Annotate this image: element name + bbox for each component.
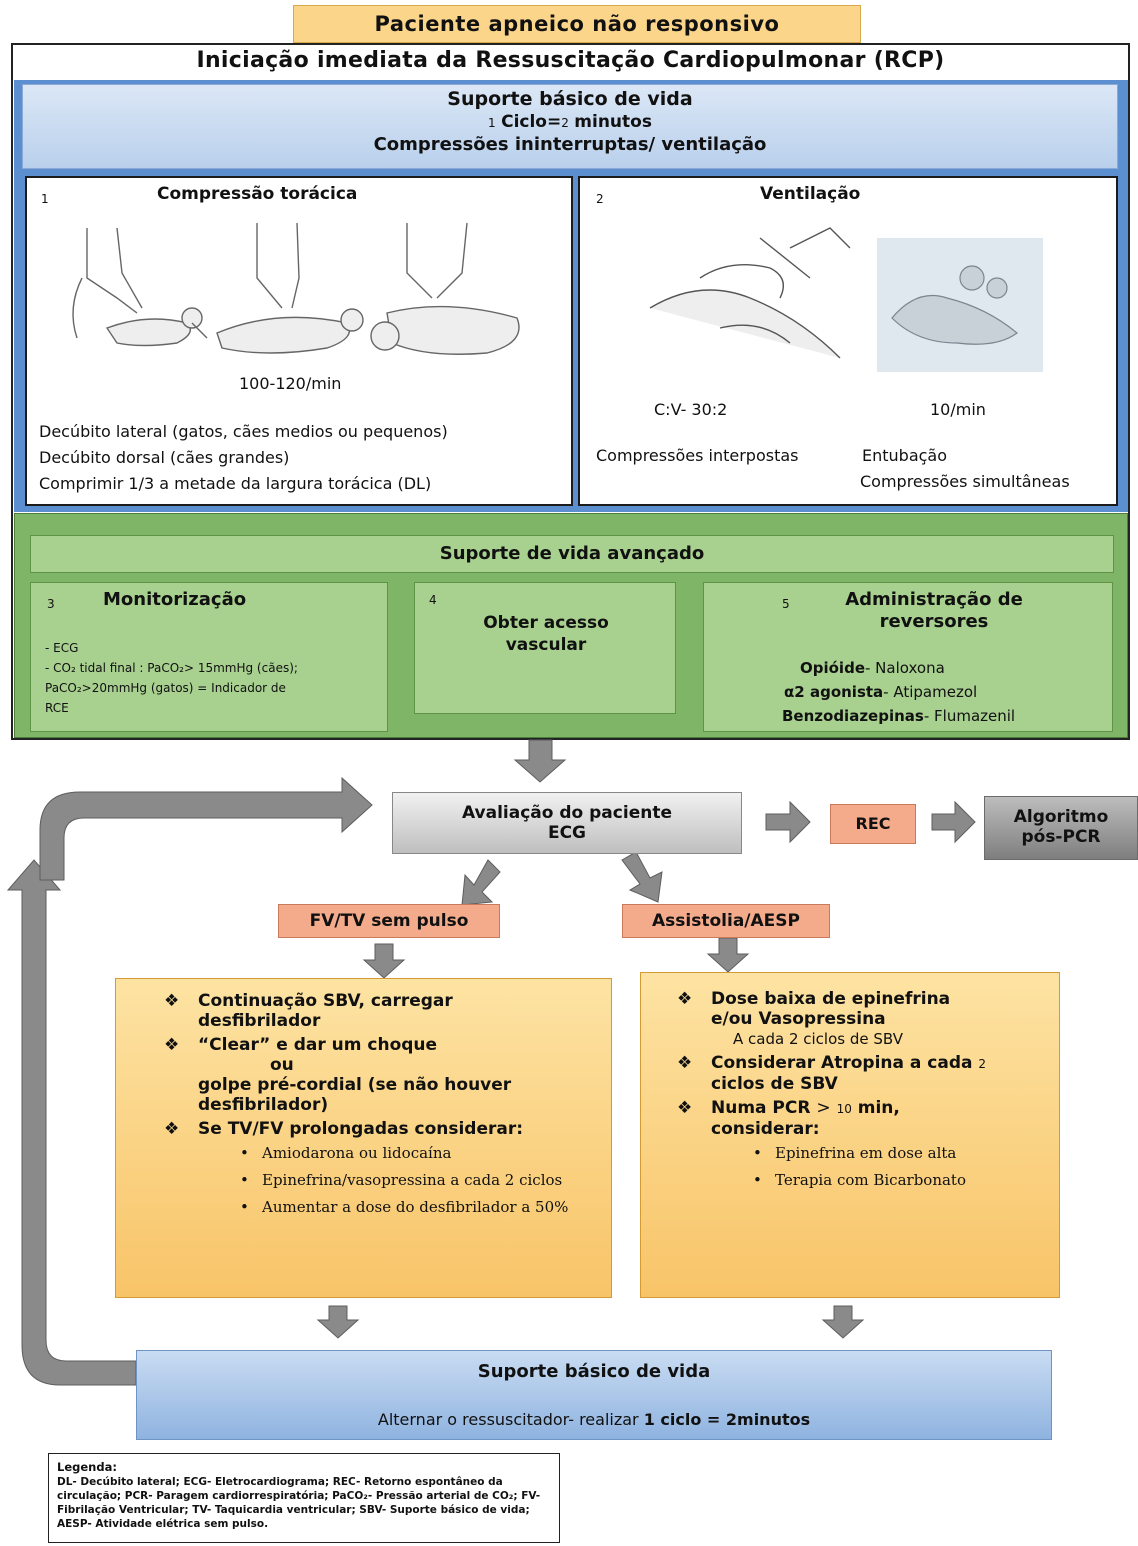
arrow-to-rec [765,800,811,844]
ventilation-photo [877,238,1043,372]
arrow-to-post [931,800,976,844]
ventilation-number: 2 [596,192,604,206]
compression-line-3: Comprimir 1/3 a metade da largura toráci… [39,474,432,493]
compression-number: 1 [41,192,49,206]
arrow-down-main [513,739,567,783]
ventilation-rate: 10/min [930,400,986,419]
sbv-cycle-unit: minutos [574,112,652,132]
reversal-line-1: Administração de [845,589,1023,610]
sbv-cycle-line: 1 Ciclo=2 minutos [23,112,1117,132]
ventilation-box: 2 Ventilação C:V- 30:2 10/min Compressõe… [578,176,1118,506]
sbv-header-title: Suporte básico de vida [447,88,693,110]
ventilation-interposed: Compressões interpostas [596,446,799,465]
reversal-line-2: reversores [879,611,989,632]
monitor-line-4: RCE [45,701,69,715]
fv-label: FV/TV sem pulso [278,904,500,938]
assessment-box: Avaliação do paciente ECG [392,792,742,854]
asys-bullet-3: ❖ Numa PCR > 10 min, considerar: •Epinef… [669,1098,1051,1191]
asys-bullet-2: ❖ Considerar Atropina a cada 2 ciclos de… [677,1053,987,1094]
reversal-box: 5 Administração de reversores Opióide- N… [703,582,1113,732]
reversal-item-opioid: Opióide- Naloxona [800,659,945,677]
sbv-bottom-title: Suporte básico de vida [477,1361,711,1382]
vascular-access-box: 4 Obter acesso vascular [414,582,676,714]
legend-text: DL- Decúbito lateral; ECG- Eletrocardiog… [57,1476,541,1530]
arrow-asys-out [821,1305,865,1339]
rcp-heading: Iniciação imediata da Ressuscitação Card… [196,48,945,73]
sbv-cycle-value: 2 [561,116,569,130]
fv-bullet-2: ❖ “Clear” e dar um choque ou golpe pré-c… [164,1035,512,1115]
loop-arrow-top [39,776,373,881]
legend-title: Legenda: [57,1460,117,1474]
arrow-fv-down [362,943,406,979]
asys-treatment-box: ❖ Dose baixa de epinefrina e/ou Vasopres… [640,972,1060,1298]
reversal-number: 5 [782,597,790,611]
arrow-asys-down [706,937,750,973]
asys-sub-2: •Terapia com Bicarbonato [753,1171,966,1189]
assessment-line-1: Avaliação do paciente [462,803,672,823]
asys-label: Assistolia/AESP [622,904,830,938]
access-line-1: Obter acesso [483,613,609,633]
fv-sub-2: •Epinefrina/vasopressina a cada 2 ciclos [240,1171,563,1189]
monitor-box: 3 Monitorização - ECG - CO₂ tidal final … [30,582,388,732]
monitor-line-2: - CO₂ tidal final : PaCO₂> 15mmHg (cães)… [45,661,298,675]
compression-line-2: Decúbito dorsal (cães grandes) [39,448,290,467]
compression-line-1: Decúbito lateral (gatos, cães medios ou … [39,422,448,441]
compression-title: Compressão torácica [157,184,358,204]
advanced-title: Suporte de vida avançado [30,535,1114,573]
ventilation-ratio: C:V- 30:2 [654,400,728,419]
sbv-cycle-text: Ciclo= [501,112,562,132]
monitor-title: Monitorização [103,589,247,610]
access-line-2: vascular [505,635,587,655]
asys-sub-1: •Epinefrina em dose alta [753,1144,957,1162]
post-pcr-box: Algoritmo pós-PCR [984,796,1138,860]
legend-box: Legenda: DL- Decúbito lateral; ECG- Elet… [48,1453,560,1543]
assessment-line-2: ECG [547,823,587,843]
access-number: 4 [429,593,437,607]
arrow-to-fv [461,859,501,906]
sbv-bottom-box: Suporte básico de vida Alternar o ressus… [136,1350,1052,1440]
loop-arrow-left [6,859,137,1386]
diagram-title: Paciente apneico não responsivo [293,5,861,43]
sbv-header: Suporte básico de vida 1 Ciclo=2 minutos… [22,84,1118,169]
ventilation-illustration-mask [649,227,851,359]
post-line-1: Algoritmo [1013,807,1109,827]
fv-bullet-3: ❖ Se TV/FV prolongadas considerar: •Amio… [156,1119,601,1218]
ventilation-simultaneous: Compressões simultâneas [860,472,1070,491]
monitor-line-3: PaCO₂>20mmHg (gatos) = Indicador de [45,681,286,695]
sbv-header-line3: Compressões ininterruptas/ ventilação [373,134,767,155]
compression-rate: 100-120/min [239,374,342,393]
fv-sub-1: •Amiodarona ou lidocaína [240,1144,452,1162]
sbv-cycle-num: 1 [488,116,496,130]
sbv-bottom-text: Alternar o ressuscitador- realizar 1 cic… [377,1410,811,1429]
monitor-number: 3 [47,597,55,611]
ventilation-title: Ventilação [760,184,861,204]
arrow-to-asys [621,851,663,903]
cpr-illustration [72,222,520,355]
monitor-line-1: - ECG [45,641,79,655]
post-line-2: pós-PCR [1021,827,1101,847]
asys-bullet-1: ❖ Dose baixa de epinefrina e/ou Vasopres… [677,989,951,1048]
arrow-fv-out [316,1305,360,1339]
fv-sub-3: •Aumentar a dose do desfibrilador a 50% [240,1198,569,1216]
compression-box: 1 Compressão torácica 100-120/min De [25,176,573,506]
reversal-item-benzo: Benzodiazepinas- Flumazenil [782,707,1016,725]
reversal-item-a2: α2 agonista- Atipamezol [784,683,978,701]
rec-box: REC [830,804,916,844]
ventilation-intubation: Entubação [862,446,948,465]
